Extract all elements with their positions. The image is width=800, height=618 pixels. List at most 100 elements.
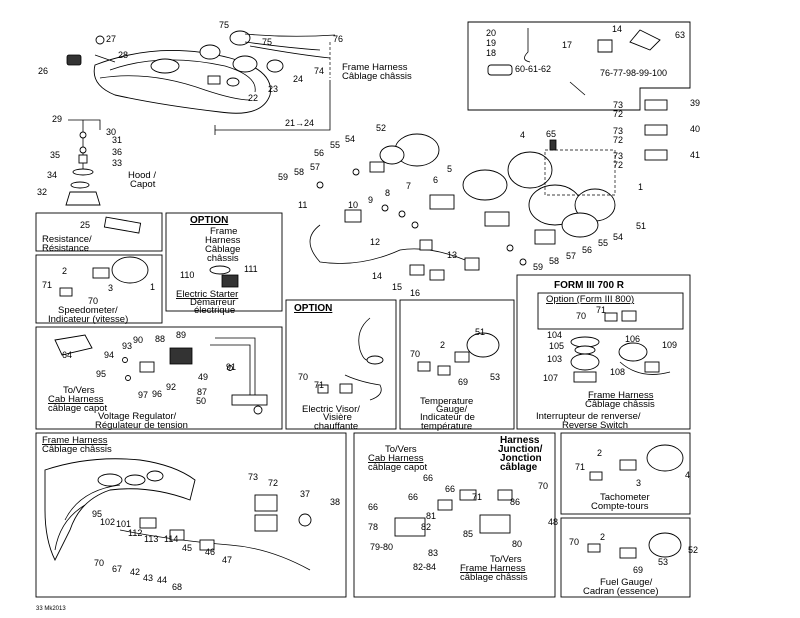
- callout: 71: [575, 462, 585, 472]
- reverse-switch-label: Reverse Switch: [562, 420, 628, 431]
- callout: 70: [538, 481, 548, 491]
- callout: 60-61-62: [515, 64, 551, 74]
- callout: 17: [562, 40, 572, 50]
- callout: 54: [613, 232, 623, 242]
- resistance-panel: 25 Resistance/ Résistance: [35, 212, 163, 254]
- callout: 22: [248, 93, 258, 103]
- callouts-top-left: 75 76 75 74 24 23 22 27 28 26 29 30 31 3…: [37, 20, 412, 197]
- cab-harness-label-fr: câblage capot: [368, 462, 428, 473]
- callout: 1: [638, 182, 643, 192]
- callout: 48: [548, 517, 558, 527]
- junction-heading-fr2: câblage: [500, 462, 538, 473]
- callout: 72: [613, 109, 623, 119]
- callout: 113: [144, 534, 158, 544]
- callout: 57: [310, 162, 320, 172]
- cablage-label: Câblage: [205, 244, 240, 255]
- callout: 8: [385, 188, 390, 198]
- callout: 49: [198, 372, 208, 382]
- callout: 95: [92, 509, 102, 519]
- callout: 36: [112, 147, 122, 157]
- callout: 33: [112, 158, 122, 168]
- frame-harness-panel: Frame Harness Câblage châssis 73 72 37 3…: [35, 432, 347, 598]
- temperature-label-fr2: température: [421, 421, 472, 432]
- voltage-regulator-label: Voltage Regulator/: [98, 411, 177, 422]
- callout: 66: [445, 484, 455, 494]
- callout: 25: [80, 220, 90, 230]
- temperature-gauge-panel: 51 70 2 69 53 Temperature Gauge/ Indicat…: [399, 299, 515, 432]
- cab-harness-label: Cab Harness: [48, 394, 104, 405]
- callout: 2: [600, 532, 605, 542]
- temperature-label-2: Gauge/: [436, 404, 468, 415]
- callout: 50: [196, 396, 206, 406]
- callout: 34: [47, 170, 57, 180]
- voltage-regulator-panel: 64 94 93 90 88 89 95 92 91 97 96 87 49 5…: [35, 326, 283, 431]
- frame-harness-panel-label: Frame Harness: [42, 435, 108, 446]
- harness-label: Harness: [205, 235, 241, 246]
- callout: 51: [475, 327, 485, 337]
- frame-harness-label-fr: Câblage châssis: [342, 71, 412, 82]
- callout: 28: [118, 50, 128, 60]
- callout: 68: [172, 582, 182, 592]
- callout: 5: [447, 164, 452, 174]
- hood-label-fr: Capot: [130, 179, 156, 190]
- callout: 26: [38, 66, 48, 76]
- callout: 109: [662, 340, 677, 350]
- visor-label-fr: Visière: [323, 412, 352, 423]
- to-label-2: To/Vers: [490, 554, 522, 565]
- callout: 52: [688, 545, 698, 555]
- callout: 82: [421, 522, 431, 532]
- electric-starter-panel: OPTION Frame Harness Câblage châssis 110…: [165, 212, 283, 316]
- callout: 69: [458, 377, 468, 387]
- callout: 53: [490, 372, 500, 382]
- temperature-label-fr: Indicateur de: [420, 412, 475, 423]
- callout: 110: [180, 270, 194, 280]
- callout: 20: [486, 28, 496, 38]
- callout: 55: [330, 140, 340, 150]
- callout: 71: [314, 380, 324, 390]
- junction-heading-fr: Jonction: [500, 453, 542, 464]
- headlamp-assembly: [65, 30, 336, 206]
- callout: 90: [133, 335, 143, 345]
- form-frame-harness-label-fr: Câblage châssis: [585, 399, 655, 410]
- callout: 75: [219, 20, 229, 30]
- callout: 73: [613, 126, 623, 136]
- cab-harness-label-fr: câblage capot: [48, 403, 108, 414]
- speedometer-label: Speedometer/: [58, 305, 118, 316]
- form-option-label: Option (Form III 800): [546, 294, 634, 305]
- callout: 40: [690, 124, 700, 134]
- visor-label-fr2: chauffante: [314, 421, 358, 432]
- fuel-gauge-label: Fuel Gauge/: [600, 577, 653, 588]
- callout: 31: [112, 135, 122, 145]
- starter-label: Electric Starter: [176, 289, 238, 300]
- callout: 92: [166, 382, 176, 392]
- harness-junction-panel: Harness Junction/ Jonction câblage To/Ve…: [353, 432, 558, 598]
- gauge-cluster-exploded: [309, 99, 668, 281]
- callout: 81: [426, 511, 436, 521]
- speedometer-panel: 2 71 3 70 1 Speedometer/ Indicateur (vit…: [35, 254, 163, 325]
- callout: 70: [410, 349, 420, 359]
- callout: 56: [314, 148, 324, 158]
- callout: 66: [368, 502, 378, 512]
- callout: 32: [37, 187, 47, 197]
- callout: 58: [294, 167, 304, 177]
- callout: 51: [636, 221, 646, 231]
- callout: 47: [222, 555, 232, 565]
- callout: 7: [406, 181, 411, 191]
- callout: 89: [176, 330, 186, 340]
- callout: 70: [298, 372, 308, 382]
- callout: 73: [613, 100, 623, 110]
- callout: 72: [613, 160, 623, 170]
- callout: 91: [226, 362, 236, 372]
- callout: 72: [268, 478, 278, 488]
- callout: 87: [197, 387, 207, 397]
- callout: 2: [440, 340, 445, 350]
- tachometer-panel: 2 71 3 4 Tachometer Compte-tours: [560, 432, 691, 515]
- temperature-label: Temperature: [420, 396, 473, 407]
- callout: 13: [447, 250, 457, 260]
- callout: 70: [569, 537, 579, 547]
- callout: 96: [152, 389, 162, 399]
- callout: 55: [598, 238, 608, 248]
- callout: 23: [268, 84, 278, 94]
- callout: 65: [546, 129, 556, 139]
